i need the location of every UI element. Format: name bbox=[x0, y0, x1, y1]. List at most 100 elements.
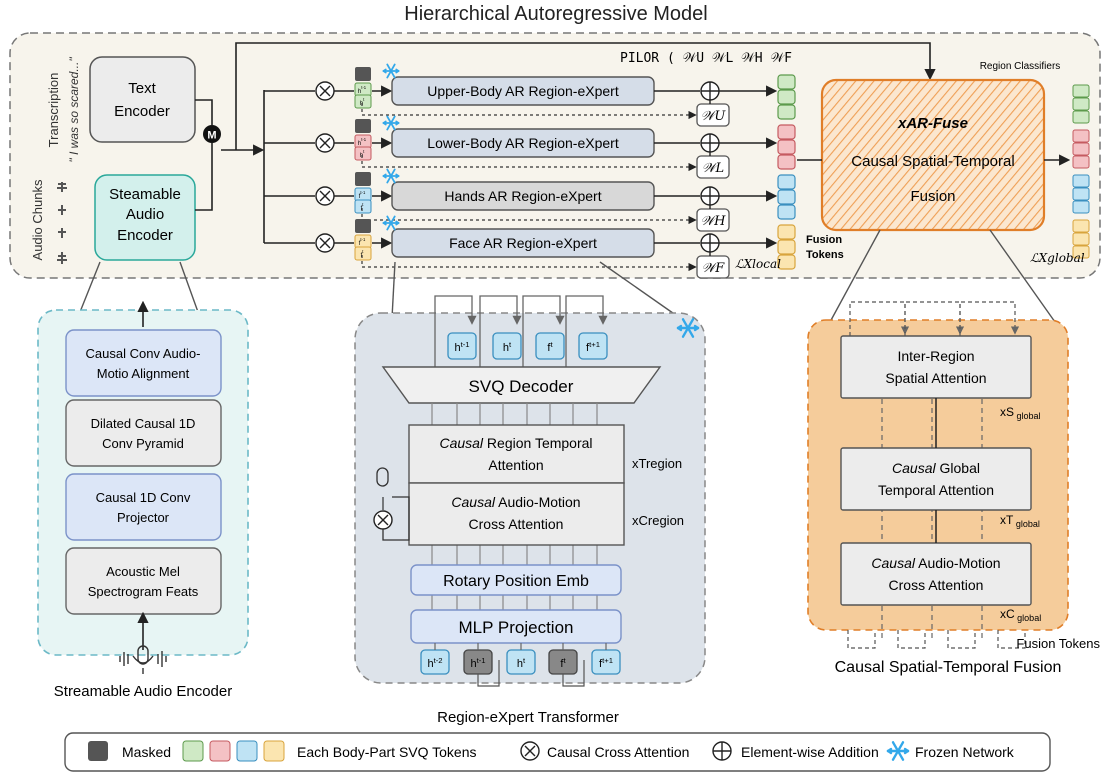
top-token-label: ht bbox=[503, 340, 512, 354]
audio-detail-text: Motio Alignment bbox=[97, 366, 190, 381]
transcript-quote: " I was so scared..." bbox=[67, 57, 81, 163]
mlp-box bbox=[410, 609, 622, 644]
top-token bbox=[447, 332, 477, 360]
lora-dotted-wire bbox=[361, 255, 697, 272]
masked-token bbox=[355, 67, 371, 81]
lora-dotted-wire bbox=[361, 103, 697, 120]
fusion-bottom-loop bbox=[897, 630, 926, 649]
fusion-token bbox=[777, 104, 796, 120]
audio-detail-block-1 bbox=[65, 399, 222, 467]
text-encoder-label: Text bbox=[128, 80, 156, 97]
svq-decoder-label: SVQ Decoder bbox=[469, 377, 574, 396]
fusion-block-2 bbox=[840, 542, 1032, 606]
region-classifiers-label: Region Classifiers bbox=[980, 61, 1061, 72]
text-encoder-wire bbox=[195, 99, 213, 125]
lora-weight-label: 𝒲H bbox=[701, 214, 727, 229]
fusion-bottom-loop bbox=[847, 630, 876, 649]
masked-token bbox=[355, 119, 371, 133]
cross-attention-box bbox=[408, 482, 625, 546]
expert-label: Hands AR Region-eXpert bbox=[444, 188, 601, 204]
fusion-token bbox=[777, 204, 796, 220]
fusion-block-text: Spatial Attention bbox=[885, 370, 986, 386]
legend-hands-swatch bbox=[236, 740, 258, 762]
feedback-loop bbox=[434, 295, 477, 370]
legend-frozen-label: Frozen Network bbox=[915, 744, 1015, 760]
rotary-label: Rotary Position Emb bbox=[443, 573, 589, 590]
legend-box bbox=[64, 732, 1051, 772]
svq-token bbox=[354, 94, 372, 109]
classifier-token bbox=[1072, 187, 1090, 201]
audio-detail-text: Spectrogram Feats bbox=[88, 584, 199, 599]
lora-weight-box bbox=[696, 103, 730, 127]
legend-lower-swatch bbox=[209, 740, 231, 762]
classifier-token bbox=[1072, 232, 1090, 246]
fusion-token bbox=[777, 139, 796, 155]
classifier-token bbox=[1072, 174, 1090, 188]
pilor-label: PILOR ( 𝒲U 𝒲L 𝒲H 𝒲F bbox=[620, 51, 792, 66]
svq-token bbox=[354, 199, 372, 214]
cross-attention-stroke bbox=[319, 237, 331, 249]
legend-add-label: Element-wise Addition bbox=[741, 744, 879, 760]
fusion-block-text: Causal Audio-Motion bbox=[871, 555, 1000, 571]
bottom-token-label: ft+1 bbox=[599, 656, 613, 670]
cross-mult: xCregion bbox=[632, 513, 684, 528]
audio-chunks-label: Audio Chunks bbox=[30, 179, 45, 260]
audio-detail-text: Causal Conv Audio- bbox=[86, 346, 201, 361]
fusion-token bbox=[777, 239, 796, 255]
lora-weight-label: 𝒲L bbox=[702, 161, 724, 176]
merge-node bbox=[203, 125, 221, 143]
region-expert-caption: Region-eXpert Transformer bbox=[437, 709, 619, 726]
svq-token-label: ft-1 bbox=[359, 237, 366, 247]
fusion-token bbox=[777, 124, 796, 140]
xar-fuse-title: xAR-Fuse bbox=[897, 115, 968, 132]
audio-detail-text: Dilated Causal 1D bbox=[91, 416, 196, 431]
fusion-mult: xT global bbox=[1000, 513, 1040, 529]
fusion-block-text: Cross Attention bbox=[889, 577, 984, 593]
top-token bbox=[492, 332, 522, 360]
fusion-mult: xC global bbox=[1000, 607, 1041, 623]
fusion-tokens-caption: Fusion Tokens bbox=[1016, 636, 1100, 651]
audio-detail-text: Acoustic Mel bbox=[106, 564, 180, 579]
temporal-mult: xTregion bbox=[632, 456, 682, 471]
classifier-token bbox=[1072, 219, 1090, 233]
fusion-token-column bbox=[777, 74, 796, 270]
xar-fuse-line2: Fusion bbox=[910, 188, 955, 205]
mlp-label: MLP Projection bbox=[459, 618, 574, 637]
legend-cross-label: Causal Cross Attention bbox=[547, 744, 689, 760]
merge-label: M bbox=[207, 130, 216, 142]
audio-encoder-label-1: Steamable bbox=[109, 186, 181, 203]
classifier-token bbox=[1072, 110, 1090, 124]
lora-weight-box bbox=[696, 255, 730, 279]
mic-icon bbox=[119, 645, 167, 674]
fusion-tokens-label-1: Fusion bbox=[806, 234, 842, 246]
feedback-loop bbox=[522, 295, 565, 370]
temporal-attention-label-2: Attention bbox=[488, 457, 543, 473]
lora-weight-label: 𝒲U bbox=[701, 109, 727, 124]
classifier-token bbox=[1072, 97, 1090, 111]
cross-attention-stroke bbox=[319, 190, 331, 202]
audio-encoder-box bbox=[94, 174, 196, 261]
lora-dotted-wire bbox=[361, 155, 697, 172]
fusion-block-text: Temporal Attention bbox=[878, 482, 994, 498]
cross-loop bbox=[382, 496, 410, 541]
audio-detail-text: Conv Pyramid bbox=[102, 436, 184, 451]
audio-encoder-wire bbox=[195, 143, 213, 211]
fusion-block-0 bbox=[840, 335, 1032, 399]
xar-fuse-line1: Causal Spatial-Temporal bbox=[851, 153, 1014, 170]
audio-detail-block-3 bbox=[65, 547, 222, 615]
classifier-token bbox=[1072, 155, 1090, 169]
classifier-token bbox=[1072, 200, 1090, 214]
classifier-token bbox=[1072, 245, 1090, 259]
top-token-label: ht-1 bbox=[454, 340, 469, 354]
cross-attention-label: Causal Audio-Motion bbox=[451, 494, 580, 510]
fusion-block-1 bbox=[840, 447, 1032, 511]
classifier-token bbox=[1072, 84, 1090, 98]
text-encoder-label-2: Encoder bbox=[114, 103, 170, 120]
lora-weight-label: 𝒲F bbox=[702, 261, 726, 276]
expert-label: Upper-Body AR Region-eXpert bbox=[427, 83, 619, 99]
